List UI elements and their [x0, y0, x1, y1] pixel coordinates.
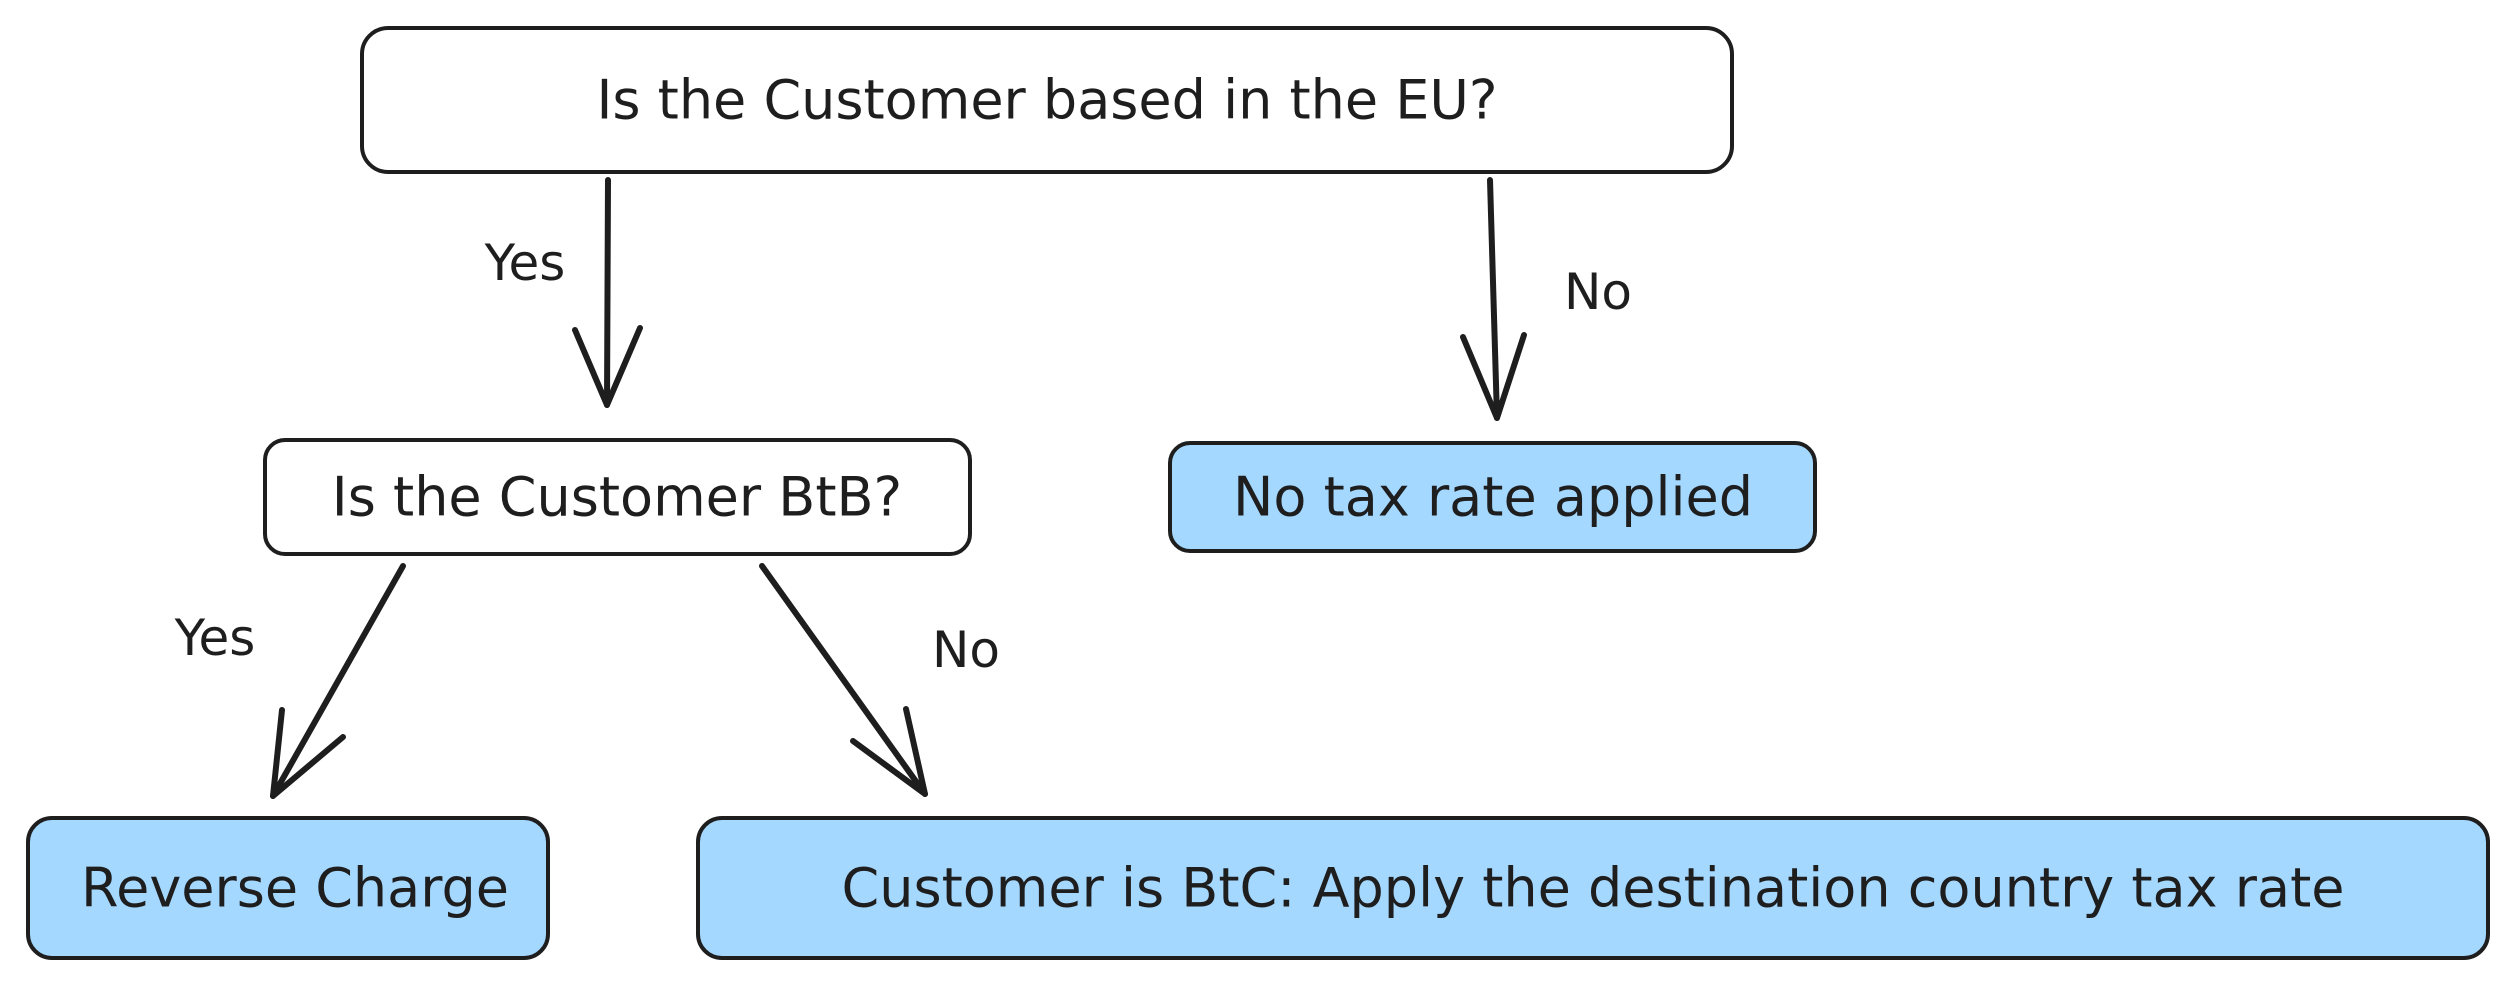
decision-text-btb: Is the Customer BtB?	[332, 466, 902, 529]
outcome-node-no-tax: No tax rate applied	[1168, 441, 1817, 553]
edge-label-eu-no: No	[1564, 263, 1632, 321]
outcome-box-btc-destination	[696, 816, 2490, 960]
outcome-text-reverse-charge: Reverse Charge	[81, 857, 509, 920]
outcome-box-reverse-charge	[26, 816, 550, 960]
outcome-box-no-tax	[1168, 441, 1817, 553]
arrow-btb-yes	[270, 563, 406, 799]
arrow-eu-yes	[604, 177, 611, 408]
arrowhead-btb-yes	[270, 707, 346, 799]
decision-box-btb	[263, 438, 972, 556]
decision-node-eu: Is the Customer based in the EU?	[360, 26, 1734, 174]
edge-btb-no: No	[759, 563, 1000, 797]
decision-box-eu	[360, 26, 1734, 174]
arrowhead-eu-yes	[572, 325, 643, 408]
edge-eu-no: No	[1460, 177, 1632, 421]
arrowhead-btb-no	[850, 706, 928, 797]
arrow-eu-no	[1487, 177, 1500, 421]
decision-node-btb: Is the Customer BtB?	[263, 438, 972, 556]
edge-label-eu-yes: Yes	[484, 234, 566, 292]
outcome-node-reverse-charge: Reverse Charge	[26, 816, 550, 960]
edge-btb-yes: Yes	[174, 563, 406, 799]
arrow-btb-no	[759, 563, 928, 797]
outcome-text-no-tax: No tax rate applied	[1233, 466, 1753, 529]
outcome-node-btc-destination: Customer is BtC: Apply the destination c…	[696, 816, 2490, 960]
arrowhead-eu-no	[1460, 332, 1527, 421]
edge-label-btb-yes: Yes	[174, 609, 256, 667]
edge-label-btb-no: No	[932, 621, 1000, 679]
outcome-text-btc-destination: Customer is BtC: Apply the destination c…	[842, 857, 2345, 920]
edge-eu-yes: Yes	[484, 177, 643, 408]
decision-text-eu: Is the Customer based in the EU?	[596, 69, 1497, 132]
